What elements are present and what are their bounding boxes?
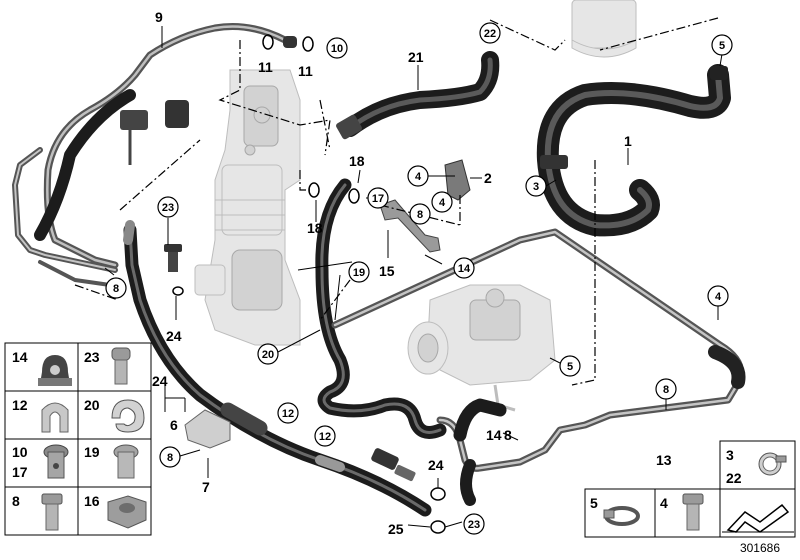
legend-right-top-a: 3 [726, 447, 734, 463]
bolt-icon [682, 493, 704, 531]
legend-left-r3-a2: 17 [12, 464, 28, 480]
legend-left-r2-b: 20 [84, 397, 100, 413]
clamp-top-left [120, 100, 189, 165]
callout-4b: 4 [439, 197, 446, 209]
callout-5b: 5 [567, 361, 573, 373]
callout-10: 10 [331, 43, 343, 55]
hose-part-21 [336, 51, 500, 140]
bolt-icon [41, 493, 63, 531]
legend-right: 3 22 5 4 301686 [584, 440, 796, 555]
legend-left-r4-b: 16 [84, 493, 100, 509]
rings [172, 34, 446, 534]
callout-5a: 5 [719, 40, 725, 52]
callout-6: 6 [170, 417, 178, 433]
callout-24a: 24 [166, 328, 182, 344]
pipe-part-9 [34, 23, 289, 269]
callout-14a: 14 [458, 263, 471, 275]
clip-icon [41, 402, 69, 433]
legend-left-r3-a: 10 [12, 444, 28, 460]
callout-17: 17 [372, 193, 384, 205]
fitting-25 [371, 448, 416, 482]
callout-4c: 4 [715, 291, 722, 303]
fitting-23-bolt [164, 244, 182, 272]
legend-right-bottom-0: 5 [590, 495, 598, 511]
callout-24b: 24 [152, 373, 168, 389]
legend-left: 14 23 12 20 10 17 19 8 16 [4, 342, 152, 536]
callout-24c: 24 [428, 457, 444, 473]
hose-part-1 [536, 64, 731, 237]
steering-pump-ghost [407, 284, 556, 412]
legend-left-r3-b: 19 [84, 444, 100, 460]
callout-2: 2 [484, 170, 492, 186]
bracket-15 [379, 199, 441, 253]
callout-23a: 23 [162, 202, 174, 214]
hose-part-19 [315, 178, 447, 439]
torx-bolt-icon [113, 444, 139, 479]
callout-25: 25 [388, 521, 404, 537]
hose-part-12 [123, 220, 432, 517]
callout-7: 7 [202, 479, 210, 495]
callout-23b: 23 [468, 519, 480, 531]
callout-21: 21 [408, 49, 424, 65]
steering-gear-ghost [194, 69, 301, 346]
callout-19: 19 [353, 267, 365, 279]
legend-left-r4-a: 8 [12, 493, 20, 509]
callout-20: 20 [262, 349, 274, 361]
guide-lines [74, 17, 719, 386]
callout-18a: 18 [349, 153, 365, 169]
legend-left-r1-a: 14 [12, 349, 28, 365]
callout-13: 13 [656, 452, 672, 468]
callout-8d: 8 [504, 427, 512, 443]
callout-22: 22 [484, 28, 496, 40]
diagram-ref-number: 301686 [740, 541, 780, 555]
bracket-6 [184, 409, 231, 449]
callout-1: 1 [624, 133, 632, 149]
banjo-bolt-icon [43, 444, 69, 479]
legend-left-r2-a: 12 [12, 397, 28, 413]
callout-8a: 8 [417, 209, 423, 221]
callout-12b: 12 [319, 431, 331, 443]
legend-right-top-b: 22 [726, 470, 742, 486]
bolt-icon [111, 347, 131, 385]
legend-left-r1-b: 23 [84, 349, 100, 365]
reservoir-ghost [571, 0, 637, 58]
pipe-part-13 [331, 228, 746, 506]
callout-15: 15 [379, 263, 395, 279]
callout-9: 9 [155, 9, 163, 25]
callout-8c: 8 [663, 384, 669, 396]
pipe-left-lower [12, 147, 118, 287]
hose-clamp-icon [758, 452, 787, 476]
bracket-2 [444, 159, 471, 201]
circled-callouts: 10 22 5 4 3 17 4 8 23 14 19 8 4 20 5 8 1 [105, 22, 733, 535]
callout-11a: 11 [258, 59, 273, 75]
grommet-icon [38, 355, 72, 386]
clamp-icon [111, 399, 145, 433]
callout-11b: 11 [298, 63, 313, 79]
callout-12a: 12 [282, 408, 294, 420]
callout-8b: 8 [113, 283, 119, 295]
callout-18b: 18 [307, 220, 323, 236]
callout-4a: 4 [415, 171, 422, 183]
hose-clamp-icon [603, 506, 640, 526]
callout-3: 3 [533, 181, 539, 193]
arrow-icon [722, 503, 794, 533]
callout-8e: 8 [167, 452, 173, 464]
leader-lines [104, 26, 723, 528]
callout-14b: 14 [486, 427, 502, 443]
hex-nut-icon [107, 495, 147, 529]
callout-labels: 9 21 1 2 11 11 18 18 15 24 24 6 7 13 24 … [152, 9, 672, 537]
legend-right-bottom-1: 4 [660, 495, 668, 511]
